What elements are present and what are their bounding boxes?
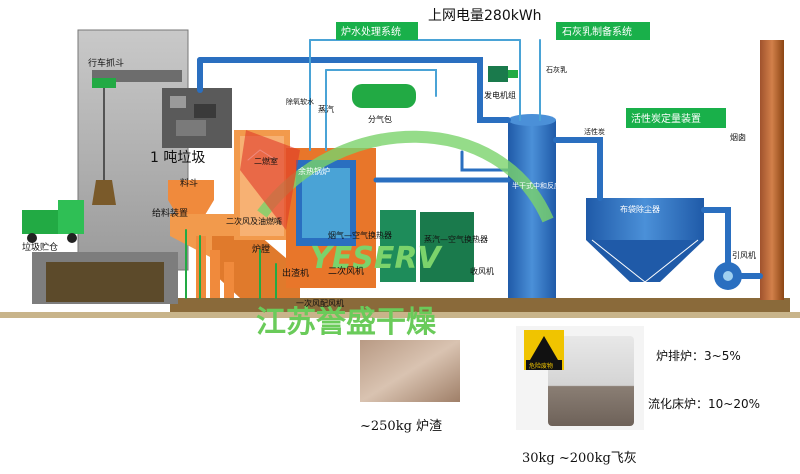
watermark-company: 江苏誉盛干燥 [256,305,437,340]
chimney [760,40,784,300]
activated-carbon-box [626,108,726,128]
secondary-burner-label: 二次风及油燃嘴 [226,216,282,226]
induced-fan-label: 引风机 [732,250,756,260]
ground-slab [170,298,790,312]
fly-ash-amount-label: 30kg ~200kg飞灰 [522,451,637,466]
crane-bucket-label: 行车抓斗 [88,57,124,69]
grate-furnace-ratio: 炉排炉：3~5% [656,349,741,363]
softened-water-label: 除氧软水 [286,97,314,106]
process-pipes [185,39,763,299]
slag-amount-label: ~250kg 炉渣 [360,419,442,434]
slag-photo [360,340,460,402]
watermark-brand: YESERV [310,241,443,276]
waste-photo [162,88,232,148]
bag-filter-label: 布袋除尘器 [620,204,660,214]
fluidized-bed-ratio: 流化床炉：10~20% [648,397,760,411]
semi-dry-tower-label: 半干式中和反应塔 [512,181,568,190]
waste-amount-label: 1 吨垃圾 [150,150,205,166]
induced-fan-icon [714,262,742,290]
hopper-label: 料斗 [180,177,198,189]
steam-drum [352,84,416,108]
steam-heater-label: 蒸汽—空气换热器 [424,234,488,244]
steam-drum-label: 分气包 [368,114,392,124]
lime-milk-label: 石灰乳 [546,65,567,74]
flue-exchanger-label: 烟气—空气换热器 [328,230,392,240]
hazard-label: 危险废物 [529,362,553,370]
boiler-water-box [336,22,418,40]
secondary-fan-label: 二次风机 [328,265,364,277]
chimney-label: 烟囱 [730,132,746,142]
combustion-chamber-label: 二燃室 [254,156,278,166]
collector-fan-label: 收风机 [470,266,494,276]
feeder-label: 给料装置 [152,207,188,219]
flue-gas-heat-exchanger [380,210,474,282]
primary-fan-label: 一次风配风机 [296,298,344,308]
slag-remover-label: 出渣机 [282,267,309,279]
activated-carbon-short-label: 活性炭 [584,127,605,136]
garbage-pit-label: 垃圾贮仓 [22,241,58,253]
waste-boiler-label: 余热锅炉 [298,166,330,176]
lime-slurry-box [556,22,650,40]
activated-carbon-label: 活性炭定量装置 [631,112,701,125]
ground-base [0,312,800,318]
furnace-label: 炉膛 [252,243,270,255]
lime-slurry-label: 石灰乳制备系统 [562,25,632,38]
fly-ash-photo [516,326,644,430]
garbage-pit-building [32,29,189,304]
steam-label: 蒸汽 [318,104,334,114]
crane-bucket-icon [92,78,116,205]
boiler-water-label: 炉水处理系统 [341,25,401,38]
grid-power-label: 上网电量280kWh [428,8,542,24]
semi-dry-reaction-tower [508,114,556,298]
garbage-truck-icon [22,200,84,243]
bag-filter [586,198,704,283]
generator-label: 发电机组 [484,90,516,100]
watermark-logo [240,130,554,230]
generator-icon [488,66,518,82]
